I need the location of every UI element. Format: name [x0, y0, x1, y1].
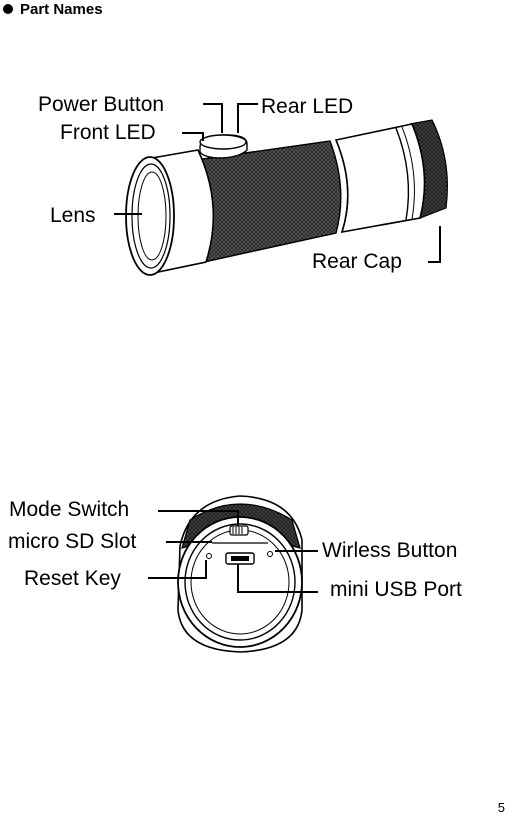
reset-key-label: Reset Key: [24, 567, 121, 590]
wireless-button-label: Wirless Button: [322, 539, 458, 562]
heading-text: Part Names: [20, 0, 103, 18]
power-button-label: Power Button: [38, 93, 165, 116]
bullet-icon: [3, 4, 13, 14]
knit-body-shape: [194, 140, 342, 263]
mode-switch-label: Mode Switch: [9, 498, 130, 521]
rear-led-label: Rear LED: [261, 95, 354, 118]
rear-cap-label: Rear Cap: [312, 250, 402, 273]
lens-label: Lens: [50, 204, 96, 227]
front-led-label: Front LED: [60, 121, 156, 144]
section-heading: Part Names: [3, 0, 103, 18]
mini-usb-port-label: mini USB Port: [330, 578, 462, 601]
page-number: 5: [497, 800, 505, 815]
micro-sd-slot-label: micro SD Slot: [8, 530, 137, 553]
